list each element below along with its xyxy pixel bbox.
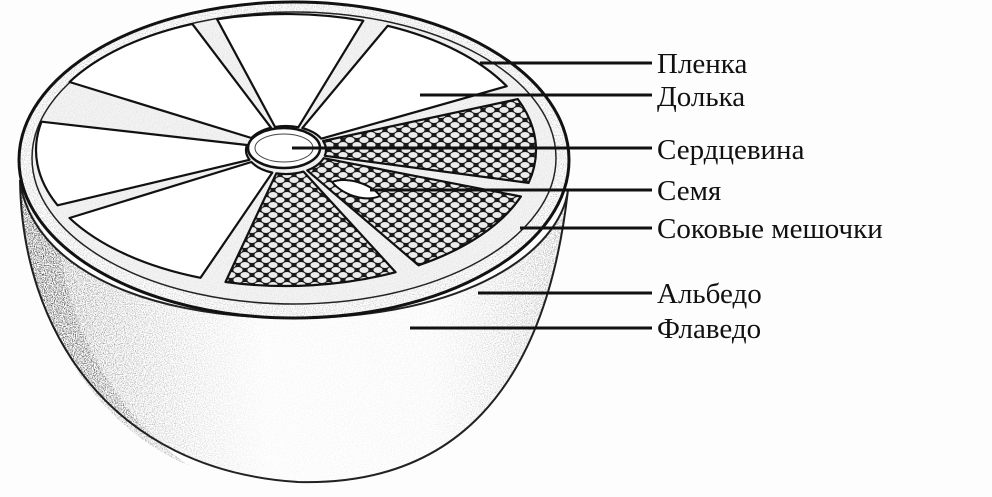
label-dolka: Долька [657,81,745,113]
label-flavedo: Флаведо [657,313,761,345]
label-sokovye-meshochki: Соковые мешочки [657,213,883,245]
label-semya: Семя [657,175,721,207]
label-albedo: Альбедо [657,278,762,310]
label-plenka: Пленка [657,48,747,80]
label-serdcevina: Сердцевина [657,134,805,166]
labels: Пленка Долька Сердцевина Семя Соковые ме… [657,48,883,345]
